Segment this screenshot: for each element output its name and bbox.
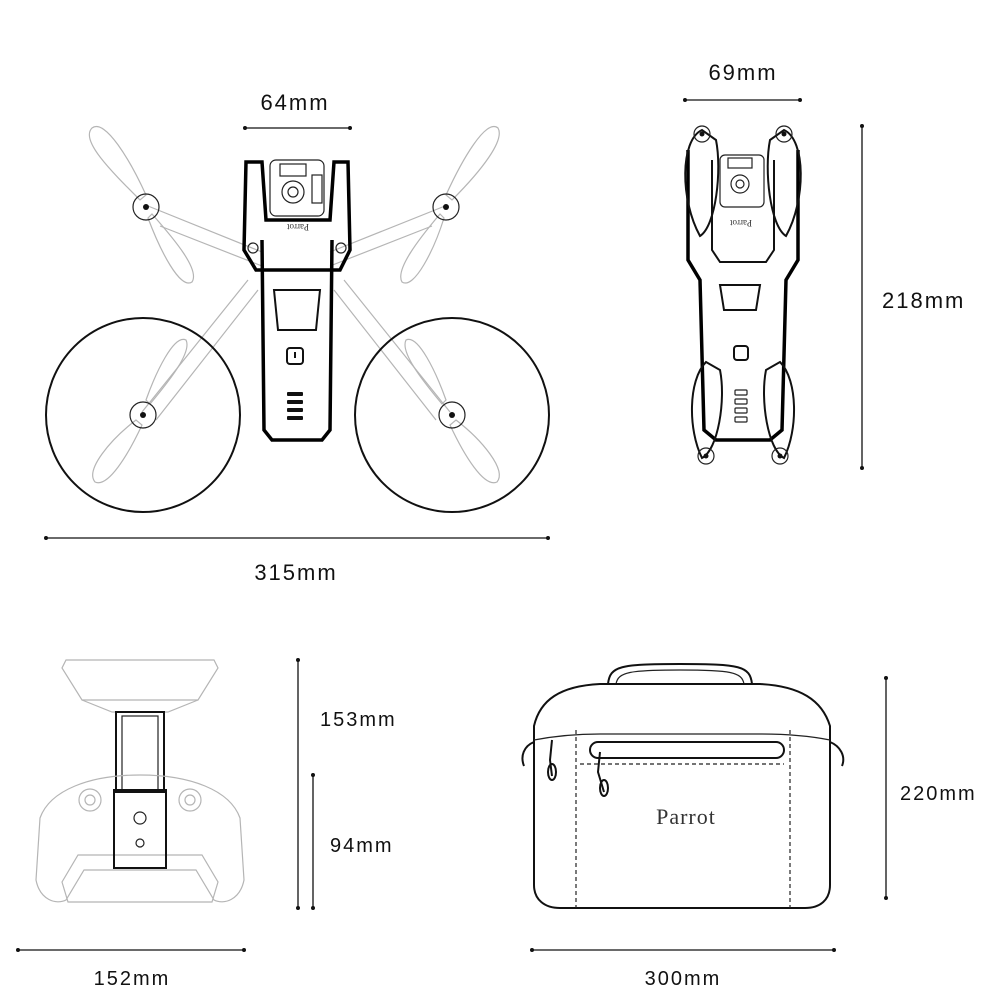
controller-phone-arm [115, 711, 165, 793]
drone-folded-view: Parrot 69mm 218mm [683, 60, 965, 470]
controller-extended-height-label: 153mm [320, 709, 397, 731]
folded-width-label: 69mm [708, 60, 777, 85]
case-body [533, 683, 831, 909]
case-brand: Parrot [656, 804, 716, 829]
controller-folded-height-label: 94mm [330, 835, 394, 857]
drone-top-view: Parrot 64mm 315mm [44, 90, 550, 585]
drone-width-label: 64mm [260, 90, 329, 115]
controller-screen-holder [61, 659, 219, 701]
case-height-label: 220mm [900, 783, 977, 805]
controller-width-label: 152mm [94, 968, 171, 990]
drone-top-brand: Parrot [287, 222, 309, 232]
motor-hubs [129, 193, 466, 429]
left-prop-guard [45, 317, 241, 513]
folded-arms [684, 125, 802, 465]
controller-view: 153mm 94mm 152mm [16, 658, 397, 990]
right-prop-guard [354, 317, 550, 513]
folded-height-label: 218mm [882, 288, 965, 313]
drone-span-label: 315mm [254, 560, 337, 585]
folded-drone-body: Parrot [686, 150, 800, 442]
drone-body: Parrot [242, 159, 352, 442]
case-zipper [589, 741, 785, 759]
drone-propellers [88, 125, 500, 484]
drone-arms [141, 205, 451, 421]
case-handle [607, 662, 753, 685]
drone-folded-brand: Parrot [730, 218, 752, 228]
carry-case-view: Parrot 220mm 300mm [521, 662, 977, 990]
case-width-label: 300mm [645, 968, 722, 990]
controller-center-panel [113, 789, 167, 869]
controller-body [35, 774, 245, 903]
